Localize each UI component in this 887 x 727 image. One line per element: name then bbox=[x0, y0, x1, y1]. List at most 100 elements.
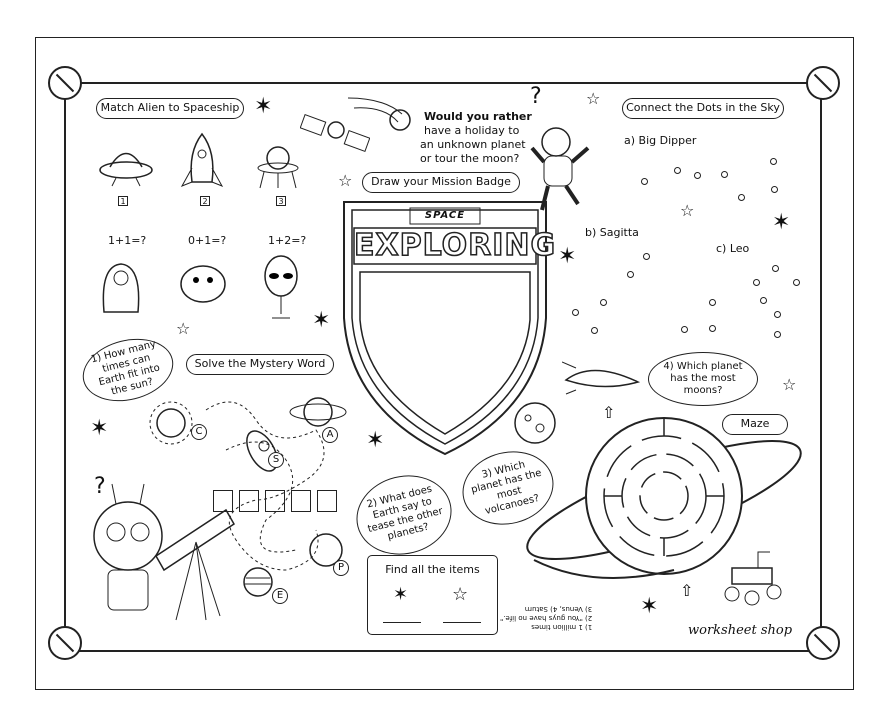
star-dot bbox=[772, 265, 779, 272]
shooting-star-icon: ☆ bbox=[176, 319, 191, 338]
badge-banner-top: SPACE bbox=[424, 210, 466, 221]
page-border bbox=[35, 37, 854, 690]
badge-title: Draw your Mission Badge bbox=[362, 172, 520, 193]
match-number: 3 bbox=[276, 196, 286, 206]
would-you-rather-title: Would you rather bbox=[424, 110, 532, 123]
would-you-rather-line: have a holiday to bbox=[424, 124, 520, 137]
star-dot bbox=[591, 327, 598, 334]
alien-blob-icon bbox=[180, 265, 226, 303]
shooting-star-icon: ☆ bbox=[782, 375, 797, 394]
sparkle-star-icon: ✶ bbox=[558, 244, 577, 269]
answers-upside-down: 1) 1 million times 2) "You guys have no … bbox=[500, 604, 592, 631]
sum-label: 1+2=? bbox=[268, 234, 307, 247]
rocket-icon bbox=[246, 430, 278, 472]
star-dot bbox=[774, 311, 781, 318]
jupiter-icon bbox=[243, 567, 273, 597]
sparkle-star-icon: ✶ bbox=[366, 428, 385, 453]
mystery-letter-p: P bbox=[333, 560, 349, 576]
answer-line: 1) 1 million times bbox=[531, 623, 593, 631]
alien-grey-icon bbox=[264, 255, 298, 319]
sparkle-star-icon: ✶ bbox=[254, 94, 273, 119]
question-mark-icon: ? bbox=[94, 474, 106, 499]
moon-rock-icon bbox=[514, 402, 556, 444]
sparkle-star-icon: ✶ bbox=[393, 584, 409, 605]
shooting-star-icon: ☆ bbox=[680, 201, 695, 220]
shooting-star-icon: ☆ bbox=[452, 584, 469, 605]
star-dot bbox=[641, 178, 648, 185]
match-title: Match Alien to Spaceship bbox=[96, 98, 244, 119]
match-number: 1 bbox=[118, 196, 128, 206]
star-dot bbox=[738, 194, 745, 201]
sum-label: 1+1=? bbox=[108, 234, 147, 247]
mystery-letter-s: S bbox=[268, 452, 284, 468]
answer-box[interactable] bbox=[317, 490, 337, 512]
rocket-icon bbox=[180, 132, 224, 187]
would-you-rather-line: an unknown planet bbox=[420, 138, 526, 151]
corner-planet-icon bbox=[806, 626, 840, 660]
star-dot bbox=[793, 279, 800, 286]
mystery-title: Solve the Mystery Word bbox=[186, 354, 334, 375]
find-items-box bbox=[367, 555, 498, 635]
sparkle-star-icon: ✶ bbox=[640, 594, 659, 619]
shooting-star-icon: ☆ bbox=[338, 171, 353, 190]
sun-icon bbox=[149, 401, 193, 445]
sparkle-star-icon: ✶ bbox=[312, 308, 331, 333]
star-dot bbox=[709, 299, 716, 306]
count-blank[interactable] bbox=[443, 622, 481, 623]
constellation-label: b) Sagitta bbox=[585, 226, 639, 239]
alien-telescope-icon bbox=[93, 483, 236, 621]
constellation-label: a) Big Dipper bbox=[624, 134, 697, 147]
sparkle-star-icon: ✶ bbox=[772, 210, 791, 235]
corner-planet-icon bbox=[806, 66, 840, 100]
badge-banner-main: EXPLORING bbox=[353, 228, 557, 263]
would-you-rather-line: or tour the moon? bbox=[420, 152, 520, 165]
earth-icon bbox=[309, 533, 343, 567]
astronaut-icon bbox=[530, 127, 590, 211]
star-dot bbox=[721, 171, 728, 178]
placemat-border bbox=[64, 82, 822, 652]
star-dot bbox=[627, 271, 634, 278]
maze-exit-arrow-icon: ⇧ bbox=[680, 581, 694, 600]
sparkle-star-icon: ✶ bbox=[90, 416, 109, 441]
star-dot bbox=[643, 253, 650, 260]
shooting-star-icon: ☆ bbox=[586, 89, 601, 108]
sum-label: 0+1=? bbox=[188, 234, 227, 247]
answer-box[interactable] bbox=[239, 490, 259, 512]
star-dot bbox=[572, 309, 579, 316]
dots-title: Connect the Dots in the Sky bbox=[622, 98, 784, 119]
star-dot bbox=[694, 172, 701, 179]
alien-monster-icon bbox=[102, 263, 140, 313]
mystery-letter-e: E bbox=[272, 588, 288, 604]
spaceship-icon bbox=[562, 361, 641, 395]
star-dot bbox=[760, 297, 767, 304]
count-blank[interactable] bbox=[383, 622, 421, 623]
ufo-icon bbox=[99, 152, 153, 187]
question-mark-icon: ? bbox=[530, 84, 542, 109]
star-dot bbox=[774, 331, 781, 338]
mission-badge-shield bbox=[343, 201, 547, 456]
constellation-label: c) Leo bbox=[716, 242, 750, 255]
brand-logo: worksheet shop bbox=[688, 623, 793, 638]
star-dot bbox=[674, 167, 681, 174]
star-dot bbox=[771, 186, 778, 193]
star-dot bbox=[753, 279, 760, 286]
answer-box[interactable] bbox=[291, 490, 311, 512]
maze-title: Maze bbox=[722, 414, 788, 435]
answer-line: 3) Venus, 4) Saturn bbox=[524, 605, 593, 613]
answer-line: 2) "You guys have no life." bbox=[500, 614, 593, 622]
star-dot bbox=[709, 325, 716, 332]
comet-icon bbox=[347, 97, 411, 131]
saturn-maze[interactable] bbox=[514, 400, 824, 600]
find-items-title: Find all the items bbox=[385, 563, 480, 576]
maze-entry-arrow-icon: ⇧ bbox=[602, 403, 616, 422]
ringed-planet-icon bbox=[289, 397, 347, 427]
answer-box[interactable] bbox=[265, 490, 285, 512]
star-dot bbox=[681, 326, 688, 333]
star-dot bbox=[600, 299, 607, 306]
corner-planet-icon bbox=[48, 66, 82, 100]
lander-icon bbox=[257, 146, 299, 189]
mystery-letter-c: C bbox=[191, 424, 207, 440]
question-bubble-4: 4) Which planet has the most moons? bbox=[648, 352, 758, 406]
match-number: 2 bbox=[200, 196, 210, 206]
mystery-letter-a: A bbox=[322, 427, 338, 443]
